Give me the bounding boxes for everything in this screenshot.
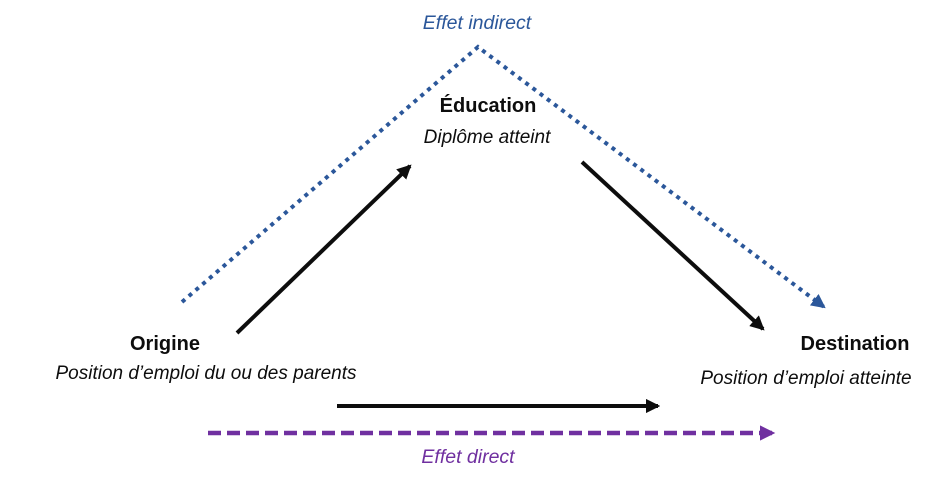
education-node-title: Éducation: [439, 95, 537, 117]
destination-node-subtitle: Position d’emploi atteinte: [700, 368, 912, 389]
direct-effect-label: Effet direct: [421, 446, 515, 468]
arrow-origine-to-education: [235, 164, 412, 335]
origine-node-subtitle: Position d’emploi du ou des parents: [55, 363, 357, 384]
destination-node-title: Destination: [800, 333, 910, 355]
arrow-education-to-destination: [580, 160, 765, 331]
origine-node-title: Origine: [129, 333, 201, 355]
indirect-effect-label: Effet indirect: [422, 12, 532, 34]
education-node-subtitle: Diplôme atteint: [423, 127, 551, 148]
indirect-effect-dotted-path: [180, 44, 826, 309]
